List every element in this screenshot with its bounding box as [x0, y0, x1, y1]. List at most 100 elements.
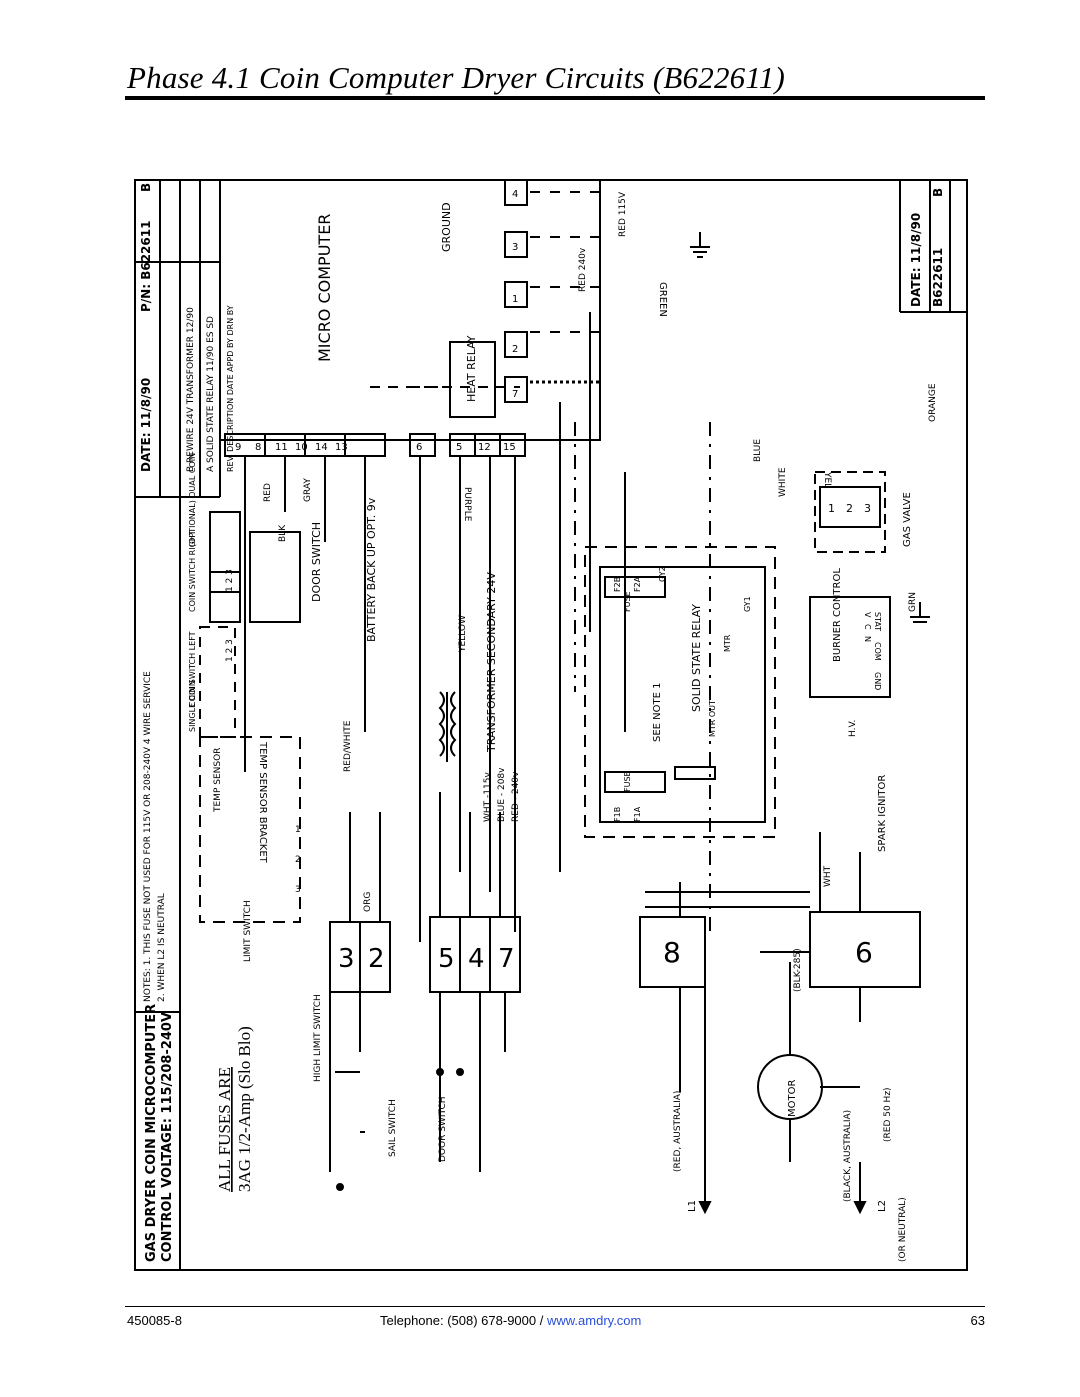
wire-red-white: RED/WHITE	[343, 720, 353, 772]
notes-1: NOTES: 1. THIS FUSE NOT USED FOR 115V OR…	[143, 671, 153, 1002]
tb-rev-b: B REWIRE 24V TRANSFORMER 12/90	[186, 307, 196, 472]
bc-com: COM	[873, 642, 882, 661]
footer-page-number: 63	[970, 1313, 985, 1328]
notes-2: 2. WHEN L2 IS NEUTRAL	[157, 893, 167, 1002]
label-single-coin: SINGLE COIN	[188, 680, 197, 732]
label-motor: MOTOR	[787, 1080, 798, 1117]
schematic-frame	[134, 179, 968, 1271]
gv-term-3: 3	[864, 502, 871, 515]
label-mtr: MTR	[723, 634, 732, 652]
tb-date: DATE: 11/8/90	[139, 378, 153, 472]
xfmr-tap-1: WHT -115v	[483, 772, 493, 822]
label-coin-switch-left: COIN SWITCH LEFT	[188, 631, 197, 707]
terminal-block-d	[809, 911, 921, 988]
tb-corner-rev: B	[139, 183, 153, 192]
label-coin-switch-right: COIN SWITCH RIGHT	[188, 530, 197, 612]
tb2-part: B622611	[931, 248, 945, 307]
fuse-f2	[604, 576, 666, 598]
wire-blk-285: (BLK-285)	[793, 948, 803, 992]
fuse-f1a: F1A	[633, 806, 642, 822]
label-optional-dual-coin: (OPTIONAL) DUAL COIN	[188, 453, 197, 547]
label-high-limit-switch: HIGH LIMIT SWITCH	[313, 994, 323, 1082]
label-ground: GROUND	[440, 202, 453, 252]
bc-stat: STAT	[873, 612, 882, 631]
tb-part: P/N: B622611	[139, 221, 153, 312]
footer-website-link[interactable]: www.amdry.com	[546, 1313, 642, 1328]
label-temp-sensor: TEMP SENSOR	[213, 748, 223, 813]
block-a-1: 3	[338, 944, 355, 974]
wire-purple: PURPLE	[462, 487, 472, 522]
schematic-svg: GAS DRYER COIN MICROCOMPUTER CONTROL VOL…	[134, 179, 968, 1271]
label-limit-switch: LIMIT SWITCH	[243, 900, 253, 962]
bc-v: V	[863, 612, 872, 618]
block-b-3: 7	[498, 944, 515, 974]
block-b-2: 4	[468, 944, 485, 974]
wire-blk: BLK	[278, 524, 288, 542]
tb2-date: DATE: 11/8/90	[909, 213, 923, 307]
xfmr-tap-2: BLUE - 208v	[497, 767, 507, 822]
bc-c: C	[863, 624, 872, 630]
ts-pin-2: 2	[295, 855, 301, 865]
micro-computer-box	[219, 179, 601, 441]
page-title: Phase 4.1 Coin Computer Dryer Circuits (…	[127, 60, 785, 95]
wire-orange: ORANGE	[928, 383, 938, 422]
bc-gnd: GND	[873, 672, 882, 690]
block-b-1: 5	[438, 944, 455, 974]
mt-9: 9	[235, 442, 241, 453]
tb-rev-a: A SOLID STATE RELAY 11/90 ES SD	[206, 316, 216, 472]
footer-doc-number: 450085-8	[127, 1313, 182, 1328]
block-a-2: 2	[368, 944, 385, 974]
line-black-australia: (BLACK, AUSTRALIA)	[843, 1110, 853, 1202]
mt-6: 6	[416, 442, 422, 453]
fuse-label-2: FUSE	[623, 591, 632, 612]
wire-red: RED	[263, 483, 273, 502]
label-solid-state-relay: SOLID STATE RELAY	[690, 604, 703, 712]
label-burner-control: BURNER CONTROL	[832, 568, 843, 662]
wire-white: WHITE	[778, 467, 788, 497]
mt-14: 14	[315, 442, 328, 453]
transformer-symbol	[438, 691, 457, 762]
burner-control-box	[809, 596, 891, 698]
mt-3: 3	[512, 242, 518, 253]
mt-12: 12	[478, 442, 491, 453]
label-gas-valve: GAS VALVE	[902, 492, 913, 547]
fuse-f2a: F2A	[633, 576, 642, 592]
mt-13: 13	[335, 442, 348, 453]
gas-valve-terminals-box	[819, 486, 881, 528]
mt-10: 10	[295, 442, 308, 453]
block-d: 6	[855, 936, 873, 969]
wire-red-115: RED 115V	[618, 191, 628, 237]
label-spark-ignitor: SPARK IGNITOR	[877, 775, 888, 852]
label-transformer: TRANSFORMER SECONDARY 24V	[485, 572, 498, 753]
footer-rule	[125, 1306, 985, 1307]
line-l1: L1	[687, 1200, 698, 1212]
wire-yellow: YELLOW	[458, 615, 468, 653]
label-mtr-out: MTR OUT	[708, 700, 717, 737]
fuse-f1	[604, 771, 666, 793]
wire-wht: WHT	[823, 865, 833, 887]
mt-15: 15	[503, 442, 516, 453]
label-green: GREEN	[657, 282, 668, 317]
footer-telephone: Telephone: (508) 678-9000 /	[380, 1313, 544, 1328]
fuse-label-1: FUSE	[623, 771, 632, 792]
header-left-2: CONTROL VOLTAGE: 115/208-240V	[160, 1012, 175, 1262]
wiring-diagram: GAS DRYER COIN MICROCOMPUTER CONTROL VOL…	[120, 172, 980, 1277]
fuses-note-1: ALL FUSES ARE	[215, 1067, 234, 1192]
terminal-block-c	[639, 916, 706, 988]
mt-11: 11	[275, 442, 288, 453]
wire-grn: GRN	[908, 592, 918, 612]
label-sail-switch: SAIL SWITCH	[388, 1099, 398, 1157]
line-or-neutral: (OR NEUTRAL)	[898, 1197, 908, 1262]
fuse-f2b: F2B	[613, 577, 622, 592]
label-door-switch: DOOR SWITCH	[310, 522, 323, 602]
label-see-note: SEE NOTE 1	[652, 683, 663, 742]
coin-left-terms: 1 2 3	[225, 639, 235, 662]
footer-contact: Telephone: (508) 678-9000 / www.amdry.co…	[380, 1313, 641, 1328]
block-c: 8	[663, 936, 681, 969]
label-door-switch-2: DOOR SWITCH	[438, 1096, 448, 1162]
mt-2: 2	[512, 344, 518, 355]
tb-columns: REV. DESCRIPTION DATE APPD BY DRN BY	[226, 305, 235, 472]
gv-term-2: 2	[846, 502, 853, 515]
micro-terminal-strip	[224, 433, 526, 457]
wire-gray: GRAY	[303, 478, 313, 502]
